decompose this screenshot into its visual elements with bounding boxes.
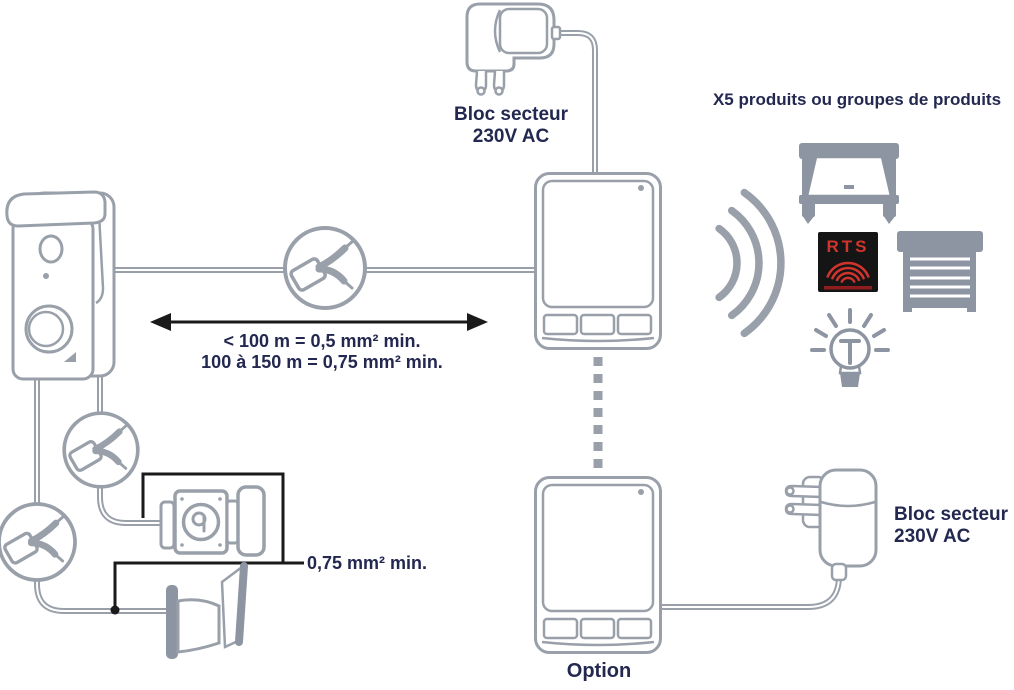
awning-icon bbox=[799, 143, 899, 224]
call-button bbox=[27, 310, 65, 348]
rts-logo bbox=[818, 232, 878, 292]
door-station bbox=[5, 190, 116, 381]
roller-shutter-icon bbox=[897, 231, 983, 312]
rain-visor bbox=[5, 190, 107, 228]
cable-splice-icon-gate bbox=[0, 504, 75, 580]
products-title: X5 produits ou groupes de produits bbox=[712, 90, 1002, 109]
cable-distance-label: < 100 m = 0,5 mm² min. 100 à 150 m = 0,7… bbox=[152, 331, 492, 373]
indoor-monitor-main bbox=[534, 172, 662, 350]
adapter-top-label-line2: 230V AC bbox=[472, 126, 550, 148]
call-button-ring bbox=[24, 304, 74, 354]
power-adapter-bottom-icon bbox=[784, 468, 878, 582]
cable-doorstation-left-wire bbox=[34, 372, 172, 614]
option-label: Option bbox=[566, 660, 632, 682]
lock-wiring bbox=[113, 472, 304, 609]
gate-icon bbox=[166, 562, 248, 659]
lock-wire-gauge-label: 0,75 mm² min. bbox=[307, 553, 428, 573]
power-adapter-top-icon bbox=[465, 2, 562, 96]
adapter-bottom-label-line2: 230V AC bbox=[894, 526, 971, 548]
brand-mark bbox=[64, 352, 76, 362]
plug-prongs bbox=[784, 484, 823, 517]
cable-splice-icon-lock bbox=[64, 413, 138, 487]
rts-logo-text: RTS bbox=[826, 237, 870, 256]
rts-fineprint-bar bbox=[824, 286, 872, 290]
status-led bbox=[43, 273, 49, 279]
camera-lens bbox=[38, 234, 64, 264]
adapter-bottom-label-line1: Bloc secteur bbox=[894, 504, 1009, 525]
rf-waves-icon bbox=[715, 188, 785, 338]
distance-line2: 100 à 150 m = 0,75 mm² min. bbox=[201, 352, 443, 373]
adapter-top-label-line1: Bloc secteur bbox=[453, 104, 569, 125]
light-bulb-icon bbox=[810, 308, 890, 387]
indoor-monitor-option bbox=[534, 476, 662, 654]
cable-monitor2-to-adapter bbox=[658, 568, 842, 610]
distance-line1: < 100 m = 0,5 mm² min. bbox=[223, 331, 421, 351]
electric-strike-icon bbox=[159, 485, 266, 557]
plug-prongs bbox=[474, 70, 506, 96]
cable-adapter-to-monitor bbox=[555, 30, 598, 174]
adapter-bottom-label: Bloc secteur 230V AC bbox=[894, 504, 1014, 549]
distance-arrow bbox=[150, 313, 488, 331]
cable-doorstation-right-wire bbox=[97, 372, 164, 526]
cable-splice-icon-main bbox=[285, 228, 365, 308]
wire-junction-dot bbox=[110, 605, 120, 615]
adapter-top-label: Bloc secteur 230V AC bbox=[442, 104, 580, 149]
